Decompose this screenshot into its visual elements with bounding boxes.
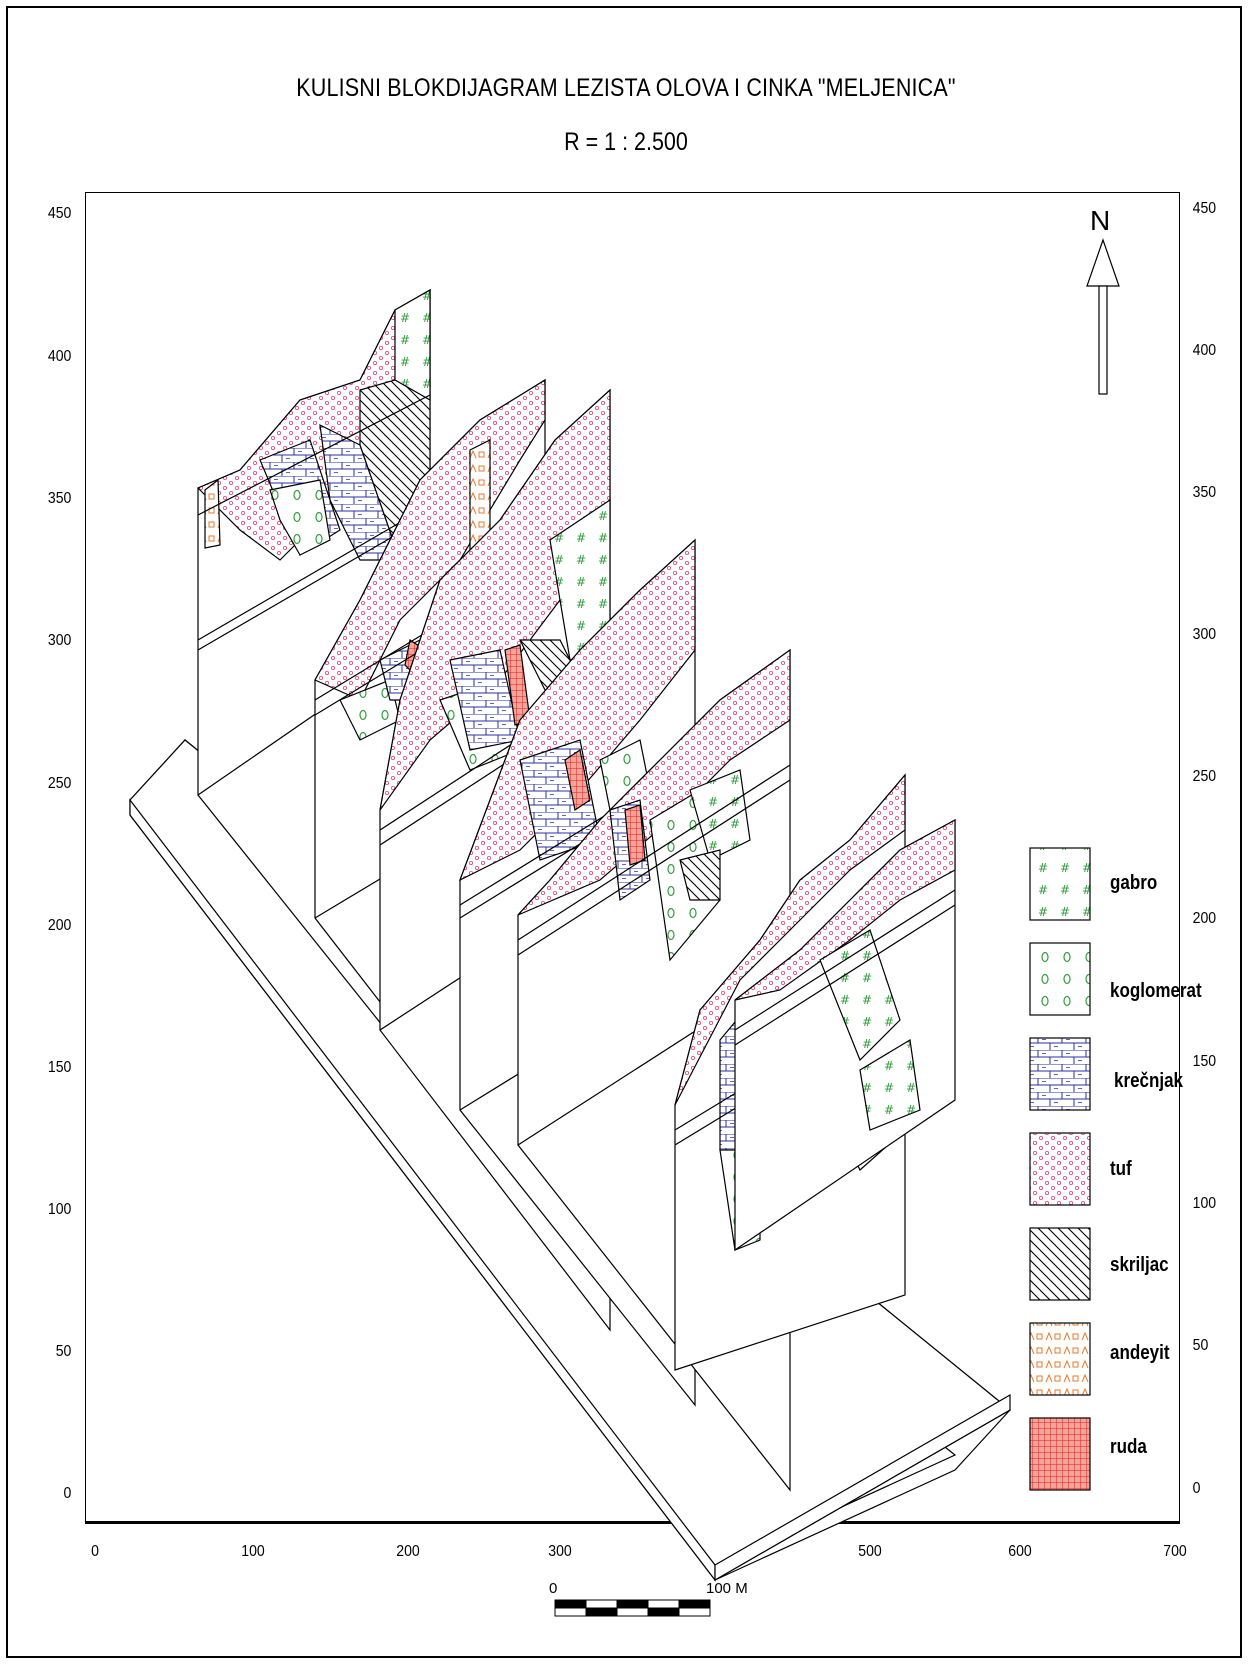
y-tick-left: 200	[47, 917, 72, 934]
y-tick-left: 450	[47, 205, 72, 222]
y-tick-right: 450	[1192, 200, 1217, 217]
y-tick-right: 250	[1192, 768, 1217, 785]
legend-label-tuf: tuf	[1110, 1158, 1132, 1180]
x-tick: 500	[858, 1543, 882, 1560]
north-arrow-icon	[1086, 238, 1120, 395]
y-tick-right: 350	[1192, 484, 1217, 501]
plot-frame	[85, 192, 1180, 1524]
geologic-section	[734, 818, 956, 1252]
x-tick: 700	[1163, 1543, 1187, 1560]
y-tick-right: 200	[1192, 910, 1217, 927]
diagram-scale-ratio: R = 1 : 2.500	[564, 128, 688, 156]
x-tick: 0	[91, 1543, 99, 1560]
x-tick: 300	[548, 1543, 572, 1560]
y-tick-left: 300	[47, 632, 72, 649]
legend-label-andeyit: andeyit	[1110, 1342, 1170, 1364]
y-tick-right: 150	[1192, 1053, 1217, 1070]
legend-label-ruda: ruda	[1110, 1436, 1147, 1458]
legend-label-gabro: gabro	[1110, 872, 1158, 894]
y-tick-left: 250	[47, 775, 72, 792]
north-label: N	[1090, 205, 1111, 236]
x-tick: 600	[1008, 1543, 1032, 1560]
y-tick-left: 400	[47, 348, 72, 365]
legend-swatch-koglomerat	[1029, 942, 1091, 1016]
y-tick-left: 0	[63, 1485, 72, 1502]
y-tick-left: 150	[47, 1059, 72, 1076]
legend-label-krecnjak: krečnjak	[1114, 1070, 1183, 1092]
y-tick-left: 350	[47, 490, 72, 507]
legend-label-koglomerat: koglomerat	[1110, 980, 1202, 1002]
diagram-title: KULISNI BLOKDIJAGRAM LEZISTA OLOVA I CIN…	[296, 74, 956, 102]
scale-end-label: 100 M	[706, 1580, 748, 1597]
legend-swatch-ruda	[1029, 1417, 1091, 1491]
x-tick: 100	[241, 1543, 265, 1560]
legend	[1029, 847, 1091, 1491]
scale-bar	[554, 1599, 711, 1617]
y-tick-left: 50	[55, 1343, 72, 1360]
legend-swatch-tuf	[1029, 1132, 1091, 1206]
y-tick-right: 50	[1192, 1337, 1209, 1354]
legend-swatch-skriljac	[1029, 1227, 1091, 1301]
y-tick-left: 100	[47, 1201, 72, 1218]
scale-start-label: 0	[549, 1580, 558, 1597]
legend-swatch-andeyit	[1029, 1322, 1091, 1396]
y-tick-right: 400	[1192, 342, 1217, 359]
legend-label-skriljac: skriljac	[1110, 1254, 1169, 1276]
legend-swatch-krecnjak	[1029, 1037, 1091, 1111]
x-tick: 200	[396, 1543, 420, 1560]
y-tick-right: 300	[1192, 626, 1217, 643]
y-tick-right: 0	[1192, 1480, 1201, 1497]
legend-swatch-gabro	[1029, 847, 1091, 921]
page-frame	[6, 6, 1242, 1658]
y-tick-right: 100	[1192, 1195, 1217, 1212]
